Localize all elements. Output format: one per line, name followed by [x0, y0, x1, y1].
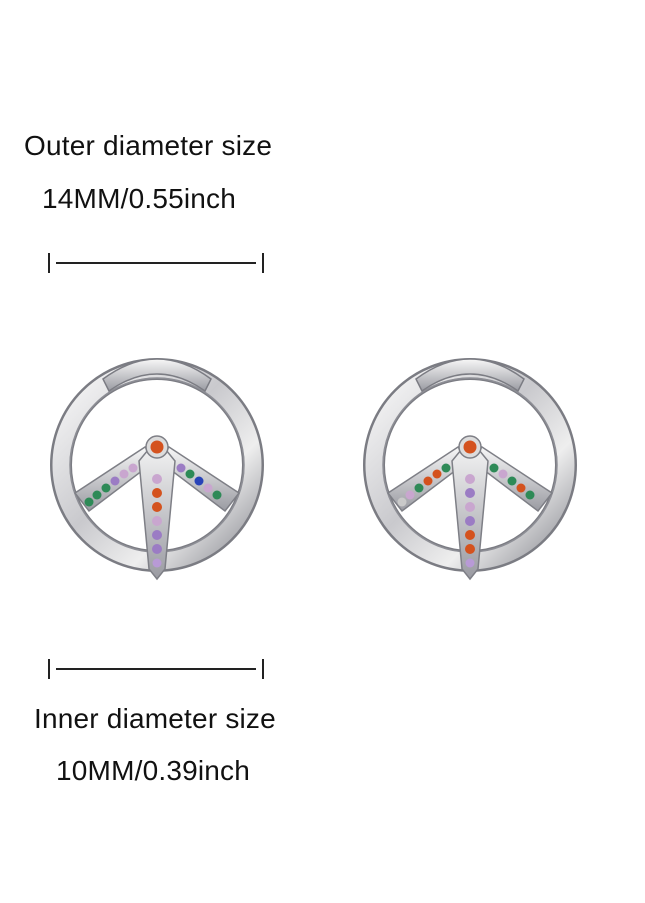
outer-diameter-title: Outer diameter size [24, 130, 273, 161]
outer-diameter-value: 14MM/0.55inch [42, 183, 237, 214]
inner-diameter-ruler [48, 657, 264, 681]
ruler-right-tick [262, 253, 264, 273]
inner-diameter-title: Inner diameter size [34, 703, 276, 734]
earring-right-image [363, 358, 577, 581]
ruler-line [56, 262, 256, 264]
ruler-left-tick [48, 659, 50, 679]
inner-diameter-value: 10MM/0.39inch [56, 755, 251, 786]
outer-diameter-ruler [48, 251, 264, 275]
ruler-left-tick [48, 253, 50, 273]
earring-left-image [50, 358, 264, 581]
ruler-line [56, 668, 256, 670]
ruler-right-tick [262, 659, 264, 679]
